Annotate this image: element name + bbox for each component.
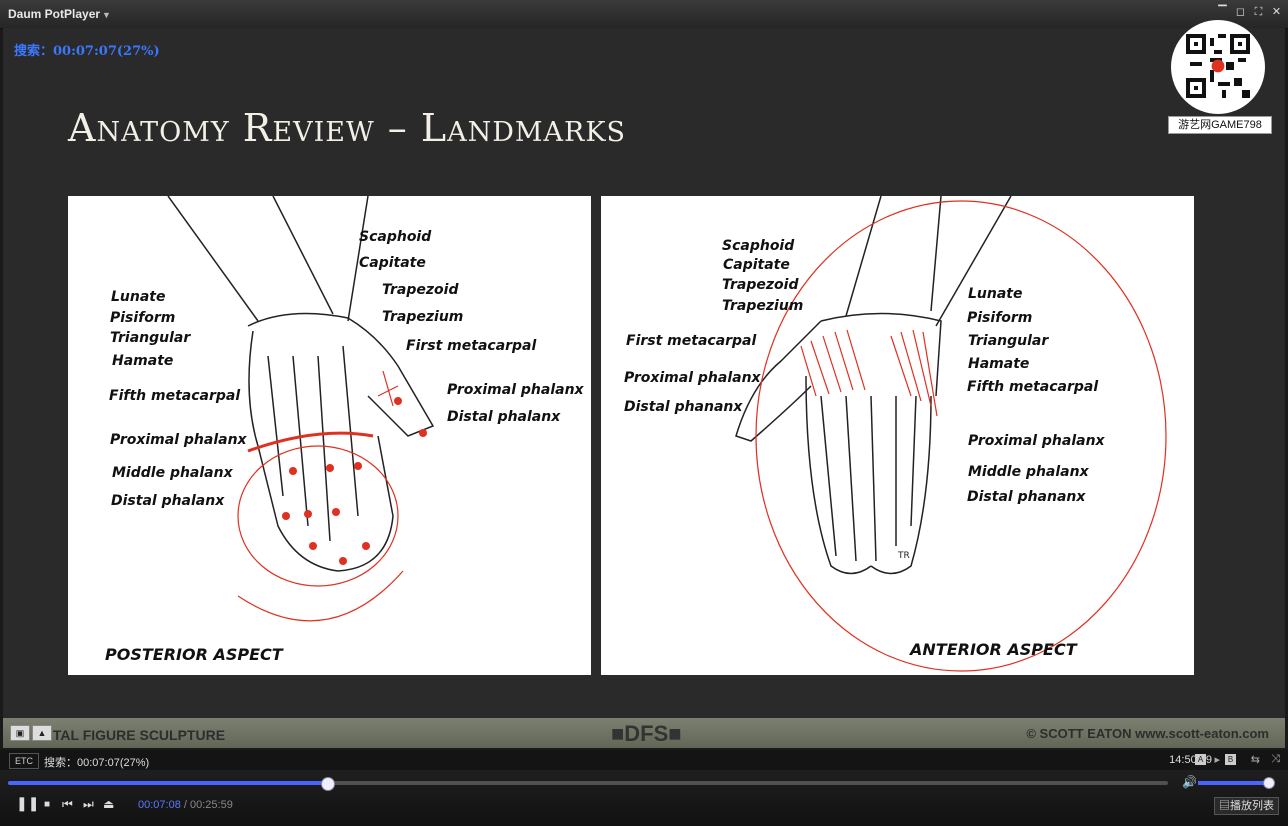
fullscreen-button[interactable]: ⛶ [1254,6,1263,18]
label-lunate-anterior: Lunate [968,286,1023,302]
volume-handle[interactable] [1263,777,1276,789]
status-text: 搜索：00:07:07(27%) [44,757,150,769]
etc-button[interactable]: ETC [9,753,39,769]
label-distal-phalanx-thumb: Distal phalanx [447,409,561,425]
label-capitate-anterior: Capitate [723,257,790,273]
label-first-metacarpal: First metacarpal [406,338,537,354]
label-proximal-phalanx: Proximal phalanx [110,432,247,448]
label-proximal-phalanx-thumb-anterior: Proximal phalanx [624,370,761,386]
minimize-button[interactable]: ▔ [1218,6,1227,18]
label-distal-phalanx: Distal phalanx [111,493,225,509]
playlist-label: 播放列表 [1230,800,1274,812]
status-bar: ETC 搜索：00:07:07(27%) 14:50:39 A ▸ B ⇆ ⤨ [0,750,1288,770]
label-hamate: Hamate [112,353,174,369]
previous-button[interactable]: ⏮ [62,797,73,811]
pause-button[interactable]: ❚❚ [16,795,40,811]
label-distal-phalanx-thumb-anterior: Distal phananx [624,399,743,415]
repeat-icon[interactable]: ⇆ [1250,754,1260,766]
volume-level [1198,781,1269,785]
snapshot-button[interactable]: ▣ [10,725,30,741]
seek-progress [8,781,327,785]
ab-repeat-a-button[interactable]: A [1195,754,1206,765]
label-scaphoid: Scaphoid [359,229,432,245]
anterior-aspect-label: ANTERIOR ASPECT [910,640,1077,659]
label-pisiform: Pisiform [110,310,176,326]
svg-text:TR: TR [897,551,910,561]
menu-dropdown-icon[interactable]: ▼ [102,10,111,20]
watermark-text: 游艺网GAME798 [1168,116,1272,134]
current-time: 00:07:08 [138,799,181,811]
label-middle-phalanx-anterior: Middle phalanx [968,464,1089,480]
label-pisiform-anterior: Pisiform [967,310,1033,326]
label-trapezoid: Trapezoid [382,282,459,298]
label-scaphoid-anterior: Scaphoid [722,238,795,254]
posterior-panel: Scaphoid Capitate Trapezoid Trapezium Fi… [68,196,591,675]
label-trapezium-anterior: Trapezium [722,298,804,314]
speaker-icon[interactable]: 🔊 [1182,775,1197,789]
label-proximal-phalanx-anterior: Proximal phalanx [968,433,1105,449]
control-bar: 🔊 ❚❚ ■ ⏮ ⏭ ⏏ 00:07:08 / 00:25:59 ▤播放列表 [0,770,1288,826]
label-first-metacarpal-anterior: First metacarpal [626,333,757,349]
posterior-aspect-label: POSTERIOR ASPECT [105,645,283,664]
label-distal-phalanx-anterior: Distal phananx [967,489,1086,505]
seek-bar[interactable] [8,777,1168,791]
banner-right-text: © SCOTT EATON www.scott-eaton.com [1026,726,1269,741]
time-separator: / [180,799,190,811]
banner-logo: ■DFS■ [611,721,682,746]
label-trapezium: Trapezium [382,309,464,325]
ab-repeat-b-button[interactable]: B [1225,754,1236,765]
title-bar[interactable]: Daum PotPlayer▼ ▔ ◻ ⛶ ✕ [0,0,1288,29]
stop-button[interactable]: ■ [44,799,51,810]
posterior-hand-drawing [167,196,435,622]
anterior-panel: TR Scaphoid Capitate Trapezoid Trapezium… [601,196,1194,675]
label-lunate: Lunate [111,289,166,305]
label-capitate: Capitate [359,255,426,271]
eject-button[interactable]: ⏏ [103,797,115,811]
qr-code-icon [1186,34,1250,98]
close-button[interactable]: ✕ [1271,6,1282,18]
restore-button[interactable]: ◻ [1235,6,1246,18]
time-display: 00:07:08 / 00:25:59 [138,799,233,811]
shuffle-icon[interactable]: ⤨ [1271,753,1280,765]
label-fifth-metacarpal: Fifth metacarpal [109,388,241,404]
label-fifth-metacarpal-anterior: Fifth metacarpal [967,379,1099,395]
expand-button[interactable]: ▲ [32,725,52,741]
label-hamate-anterior: Hamate [968,356,1030,372]
label-triangular: Triangular [110,330,191,346]
label-proximal-phalanx-thumb: Proximal phalanx [447,382,584,398]
slide-title: Anatomy Review – Landmarks [68,106,627,150]
anterior-hand-drawing: TR [735,196,1167,672]
next-button[interactable]: ⏭ [83,797,94,811]
label-middle-phalanx: Middle phalanx [112,465,233,481]
total-time: 00:25:59 [190,799,233,811]
app-title[interactable]: Daum PotPlayer▼ [8,7,111,21]
seek-handle[interactable] [321,777,335,791]
video-banner: ITAL FIGURE SCULPTURE ■DFS■ © SCOTT EATO… [3,718,1285,748]
arrow-right-icon: ▸ [1214,754,1220,766]
label-triangular-anterior: Triangular [968,333,1049,349]
label-trapezoid-anterior: Trapezoid [722,277,799,293]
playlist-button[interactable]: ▤播放列表 [1214,797,1279,815]
osd-search-text: 搜索：00:07:07(27%) [14,44,160,59]
volume-slider[interactable] [1198,777,1276,789]
banner-left-text: ITAL FIGURE SCULPTURE [49,727,226,743]
